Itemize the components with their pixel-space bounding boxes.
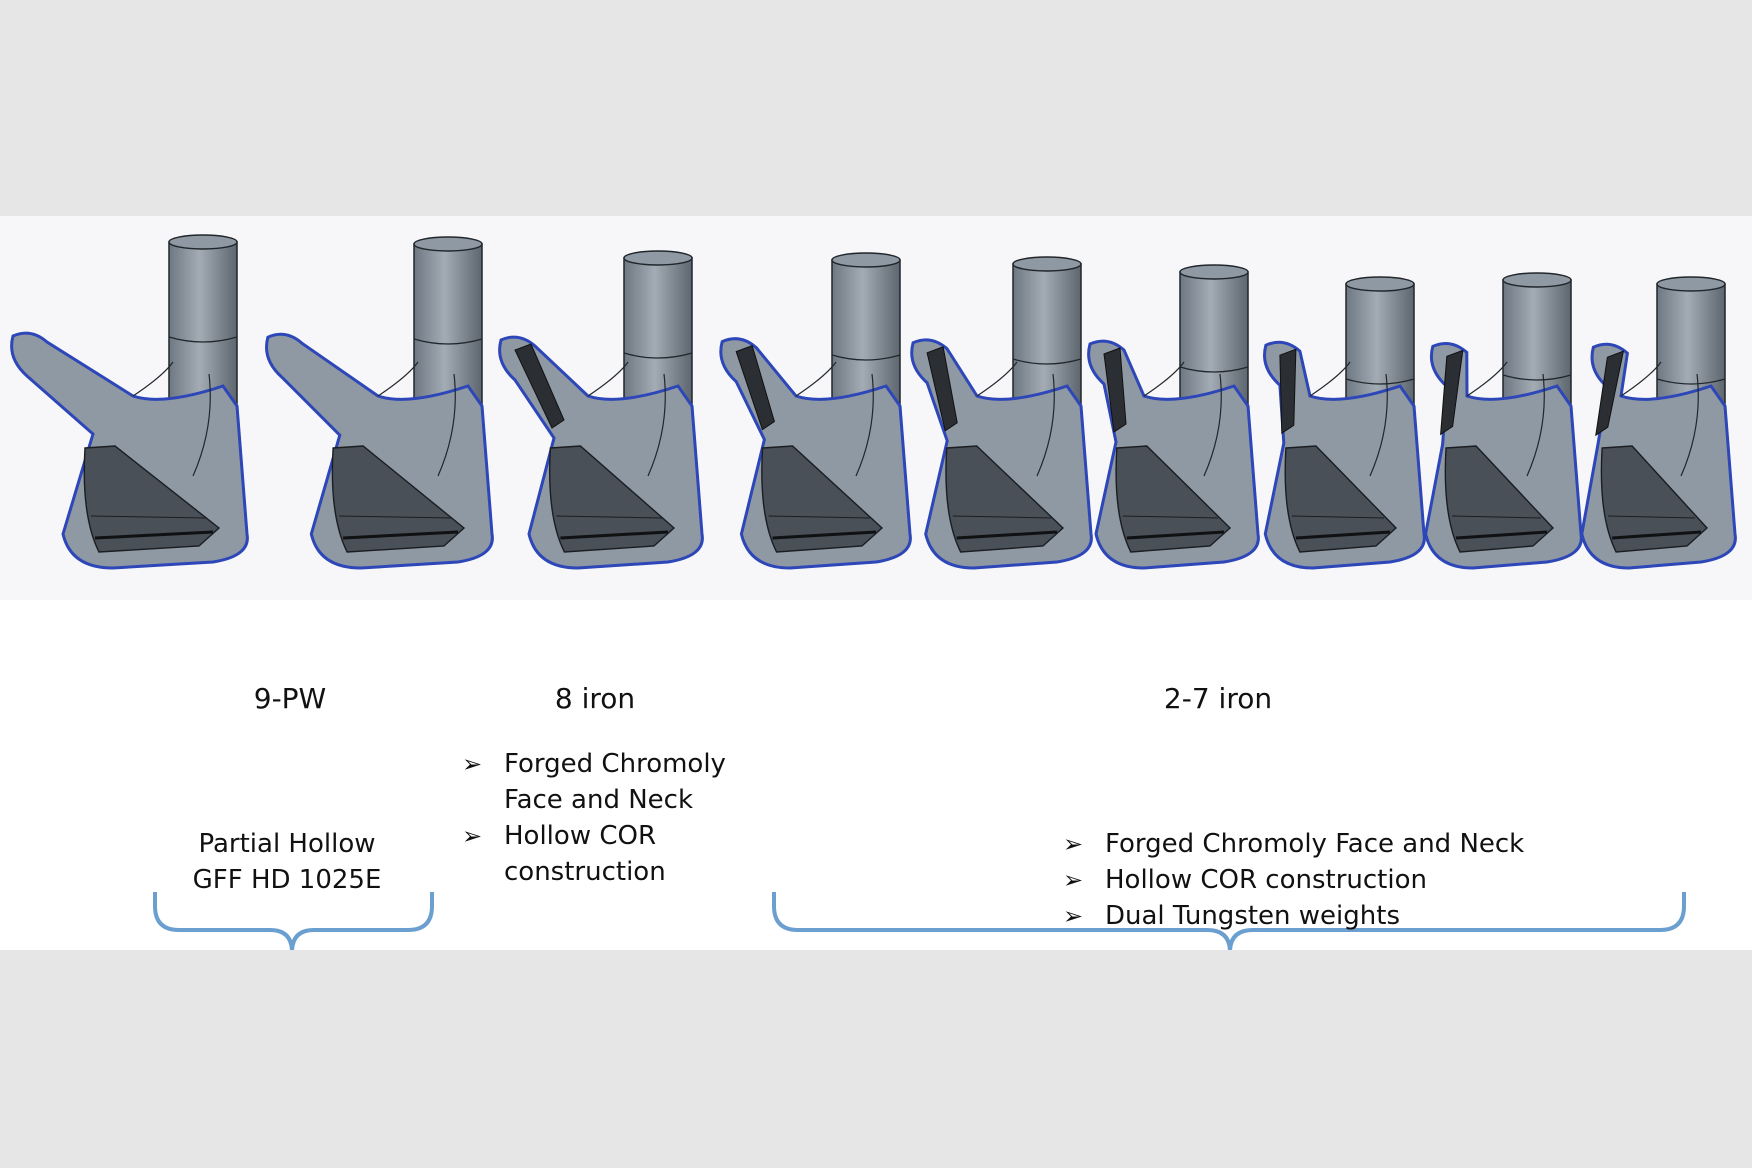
bullet-8iron-2-text: Hollow COR construction <box>504 821 666 887</box>
desc-2to7: ➢ Forged Chromoly Face and Neck ➢ Hollow… <box>1063 826 1663 934</box>
label-9pw: 9-PW <box>253 682 327 715</box>
club-head-8 <box>1424 272 1583 570</box>
bullet-2to7-2: ➢ Hollow COR construction <box>1063 862 1663 898</box>
bullet-8iron-1-text: Forged Chromoly Face and Neck <box>504 749 726 815</box>
arrow-bullet-icon: ➢ <box>1063 902 1084 930</box>
club-head-3 <box>498 250 704 570</box>
group-brackets <box>153 892 1686 950</box>
club-head-6 <box>1087 264 1260 570</box>
bullet-8iron-2: ➢ Hollow COR construction <box>462 818 732 890</box>
bracket-9pw <box>153 892 434 950</box>
club-head-5 <box>910 256 1093 570</box>
desc-9pw-line-1: Partial Hollow <box>198 829 376 859</box>
club-head-2 <box>265 236 494 570</box>
arrow-bullet-icon: ➢ <box>462 750 483 778</box>
bullet-2to7-3-text: Dual Tungsten weights <box>1105 901 1401 931</box>
club-head-9 <box>1580 276 1737 570</box>
club-render-strip <box>0 216 1752 600</box>
slide: 9-PW 8 iron 2-7 iron Partial Hollow GFF … <box>0 216 1752 950</box>
club-head-4 <box>719 252 912 570</box>
arrow-bullet-icon: ➢ <box>462 822 483 850</box>
arrow-bullet-icon: ➢ <box>1063 866 1084 894</box>
bullet-8iron-1: ➢ Forged Chromoly Face and Neck <box>462 746 732 818</box>
bullet-2to7-3: ➢ Dual Tungsten weights <box>1063 898 1663 934</box>
bullet-2to7-1: ➢ Forged Chromoly Face and Neck <box>1063 826 1663 862</box>
clubs-illustration <box>10 234 1737 570</box>
bracket-2to7 <box>772 892 1686 950</box>
arrow-bullet-icon: ➢ <box>1063 830 1084 858</box>
club-head-7 <box>1263 276 1426 570</box>
bullet-2to7-2-text: Hollow COR construction <box>1105 865 1427 895</box>
bullet-2to7-1-text: Forged Chromoly Face and Neck <box>1105 829 1525 859</box>
label-8iron: 8 iron <box>554 682 636 715</box>
desc-9pw-line-2: GFF HD 1025E <box>192 865 382 895</box>
desc-9pw: Partial Hollow GFF HD 1025E <box>193 826 382 898</box>
club-head-1 <box>10 234 249 570</box>
label-2to7: 2-7 iron <box>1163 682 1273 715</box>
desc-8iron: ➢ Forged Chromoly Face and Neck ➢ Hollow… <box>462 746 732 890</box>
